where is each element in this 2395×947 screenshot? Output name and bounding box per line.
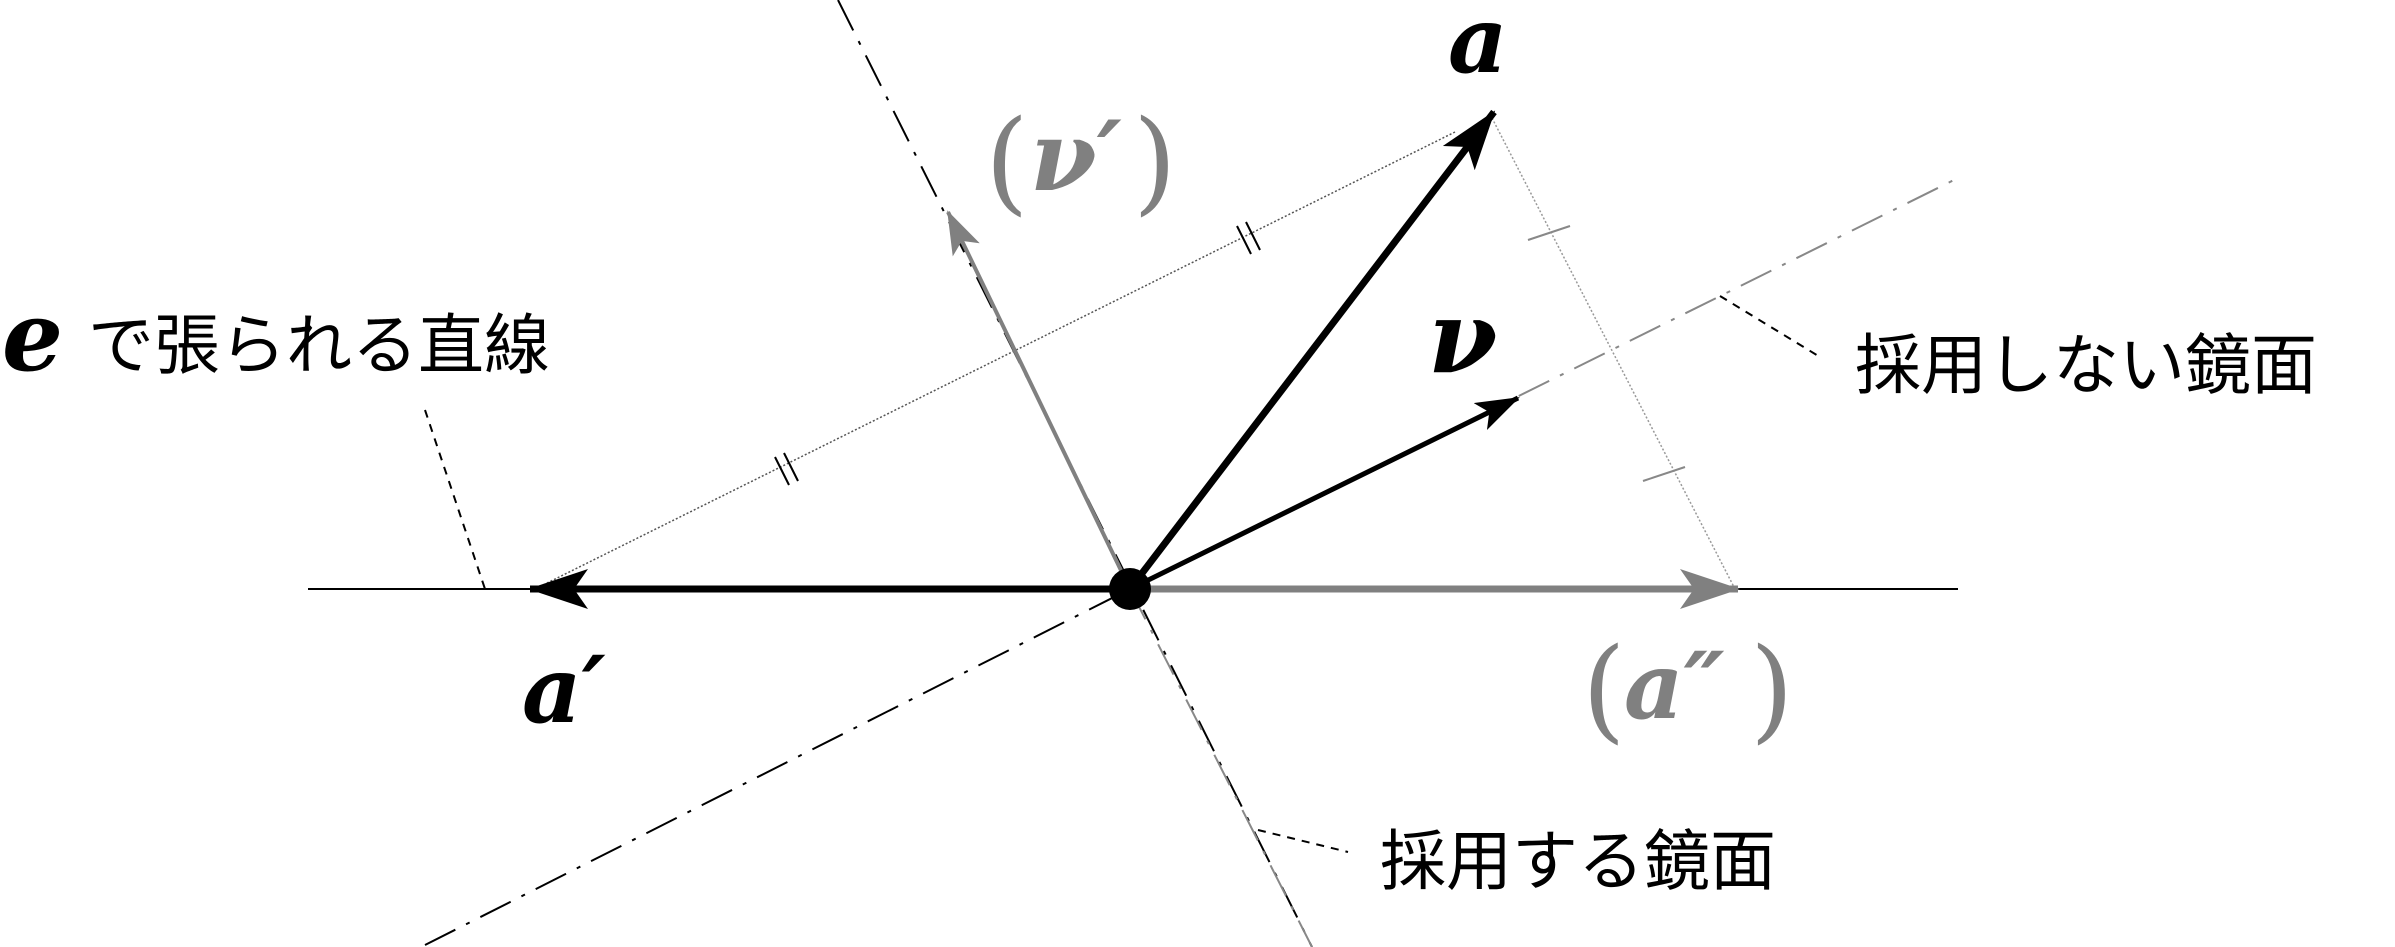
svg-text:a″: a″ — [1624, 632, 1725, 740]
single-tick-upper — [1527, 225, 1571, 241]
label-a: a — [1448, 0, 1508, 94]
label-nu-prime: ( ν′ ) — [985, 97, 1177, 227]
vector-nu-prime — [946, 210, 1132, 590]
leader-used-mirror — [1257, 829, 1349, 853]
svg-text:で張られる直線: で張られる直線 — [88, 307, 550, 384]
label-used-mirror: 採用する鏡面 — [1380, 823, 1776, 900]
double-tick-upper — [1236, 221, 1261, 255]
label-a-double-prime: ( a″ ) — [1582, 625, 1794, 755]
svg-text:): ) — [1133, 97, 1177, 227]
guide-a-to-a-double-prime — [1491, 117, 1736, 590]
leader-unused-mirror — [1719, 295, 1821, 358]
single-tick-lower — [1642, 466, 1686, 482]
svg-text:(: ( — [985, 97, 1029, 227]
vector-nu — [1128, 395, 1520, 592]
label-nu: ν — [1428, 278, 1497, 396]
svg-text:): ) — [1750, 625, 1794, 755]
svg-text:e: e — [2, 280, 63, 393]
svg-text:(: ( — [1582, 625, 1626, 755]
label-unused-mirror: 採用しない鏡面 — [1855, 327, 2317, 404]
svg-text:ν′: ν′ — [1030, 100, 1122, 213]
leader-e-line — [424, 409, 486, 590]
double-tick-lower — [774, 452, 799, 486]
vector-a — [1127, 109, 1497, 592]
label-a-prime: a′ — [522, 636, 606, 744]
label-line-spanned-by-e: e で張られる直線 — [2, 280, 550, 393]
unused-mirror-line — [424, 588, 1131, 946]
used-mirror-line-lower — [1129, 588, 1313, 947]
guide-a-to-a-prime — [534, 131, 1456, 590]
origin-point — [1109, 568, 1151, 610]
